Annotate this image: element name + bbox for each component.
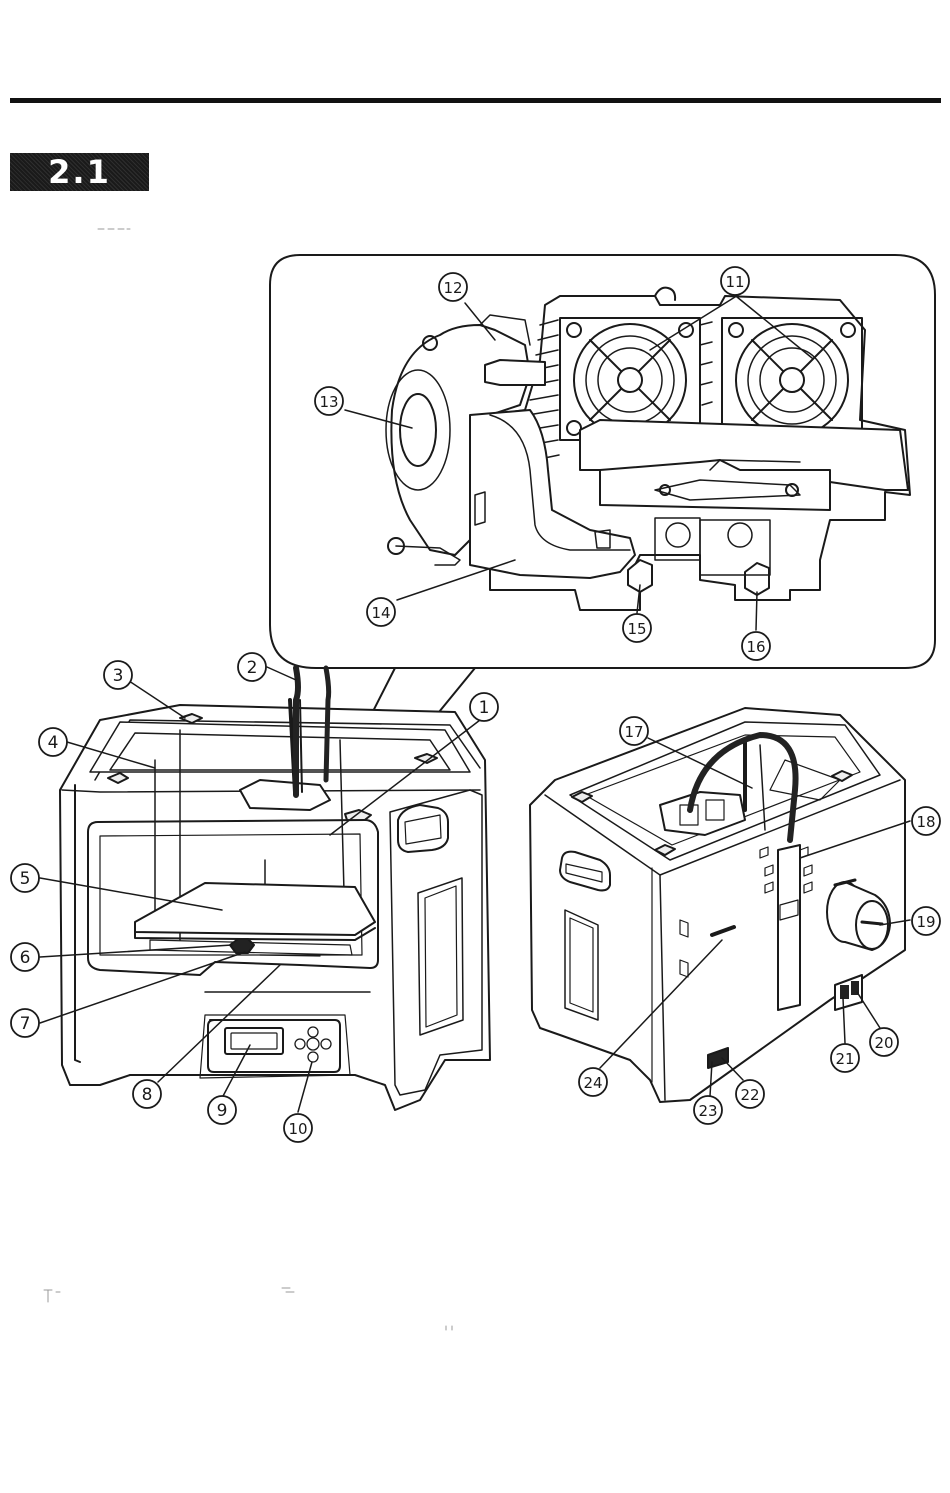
callout-15: 15 [623, 614, 651, 642]
callout-label: 15 [627, 620, 646, 638]
callout-label: 1 [479, 698, 490, 718]
callout-label: 13 [319, 393, 338, 411]
callout-label: 23 [698, 1102, 717, 1120]
callout-label: 9 [217, 1101, 228, 1121]
callout-label: 19 [916, 913, 935, 931]
printer-front-view [40, 667, 497, 1112]
callout-label: 20 [874, 1034, 893, 1052]
lcd-screen [225, 1028, 283, 1054]
callout-label: 5 [20, 869, 31, 889]
callout-label: 14 [371, 604, 390, 622]
leveling-knob-icon [230, 939, 254, 953]
callout-12: 12 [439, 273, 467, 301]
callout-2: 2 [238, 653, 266, 681]
callout-label: 22 [740, 1086, 759, 1104]
callout-11: 11 [721, 267, 749, 295]
callout-label: 21 [835, 1050, 854, 1068]
callout-3: 3 [104, 661, 132, 689]
mounting-bracket [485, 360, 545, 385]
callout-label: 11 [725, 273, 744, 291]
callout-label: 12 [443, 279, 462, 297]
callout-9: 9 [208, 1096, 236, 1124]
printer-rear-view [530, 708, 910, 1102]
callout-23: 23 [694, 1096, 722, 1124]
callout-label: 4 [48, 733, 59, 753]
filament-tube-right [326, 668, 329, 780]
callout-6: 6 [11, 943, 39, 971]
callout-17: 17 [620, 717, 648, 745]
callout-label: 7 [20, 1014, 31, 1034]
callout-8: 8 [133, 1080, 161, 1108]
callout-24: 24 [579, 1068, 607, 1096]
callout-label: 16 [746, 638, 765, 656]
callout-20: 20 [870, 1028, 898, 1056]
callout-16: 16 [742, 632, 770, 660]
spool-holder-rail [778, 845, 800, 1010]
callout-14: 14 [367, 598, 395, 626]
callout-label: 6 [20, 948, 31, 968]
callout-22: 22 [736, 1080, 764, 1108]
filament-tube-left [296, 668, 298, 795]
callout-7: 7 [11, 1009, 39, 1037]
extruder-cover-plate [580, 420, 908, 510]
callout-13: 13 [315, 387, 343, 415]
callout-19: 19 [912, 907, 940, 935]
right-fan-icon [722, 318, 862, 440]
callout-label: 3 [113, 666, 124, 686]
callout-4: 4 [39, 728, 67, 756]
callout-label: 2 [247, 658, 258, 678]
callout-18: 18 [912, 807, 940, 835]
callout-label: 18 [916, 813, 935, 831]
callout-label: 10 [288, 1120, 307, 1138]
callout-label: 17 [624, 723, 643, 741]
callout-10: 10 [284, 1114, 312, 1142]
callout-label: 8 [142, 1085, 153, 1105]
callout-21: 21 [831, 1044, 859, 1072]
right-nozzle [745, 563, 769, 595]
callout-label: 24 [583, 1074, 602, 1092]
callout-1: 1 [470, 693, 498, 721]
callout-5: 5 [11, 864, 39, 892]
